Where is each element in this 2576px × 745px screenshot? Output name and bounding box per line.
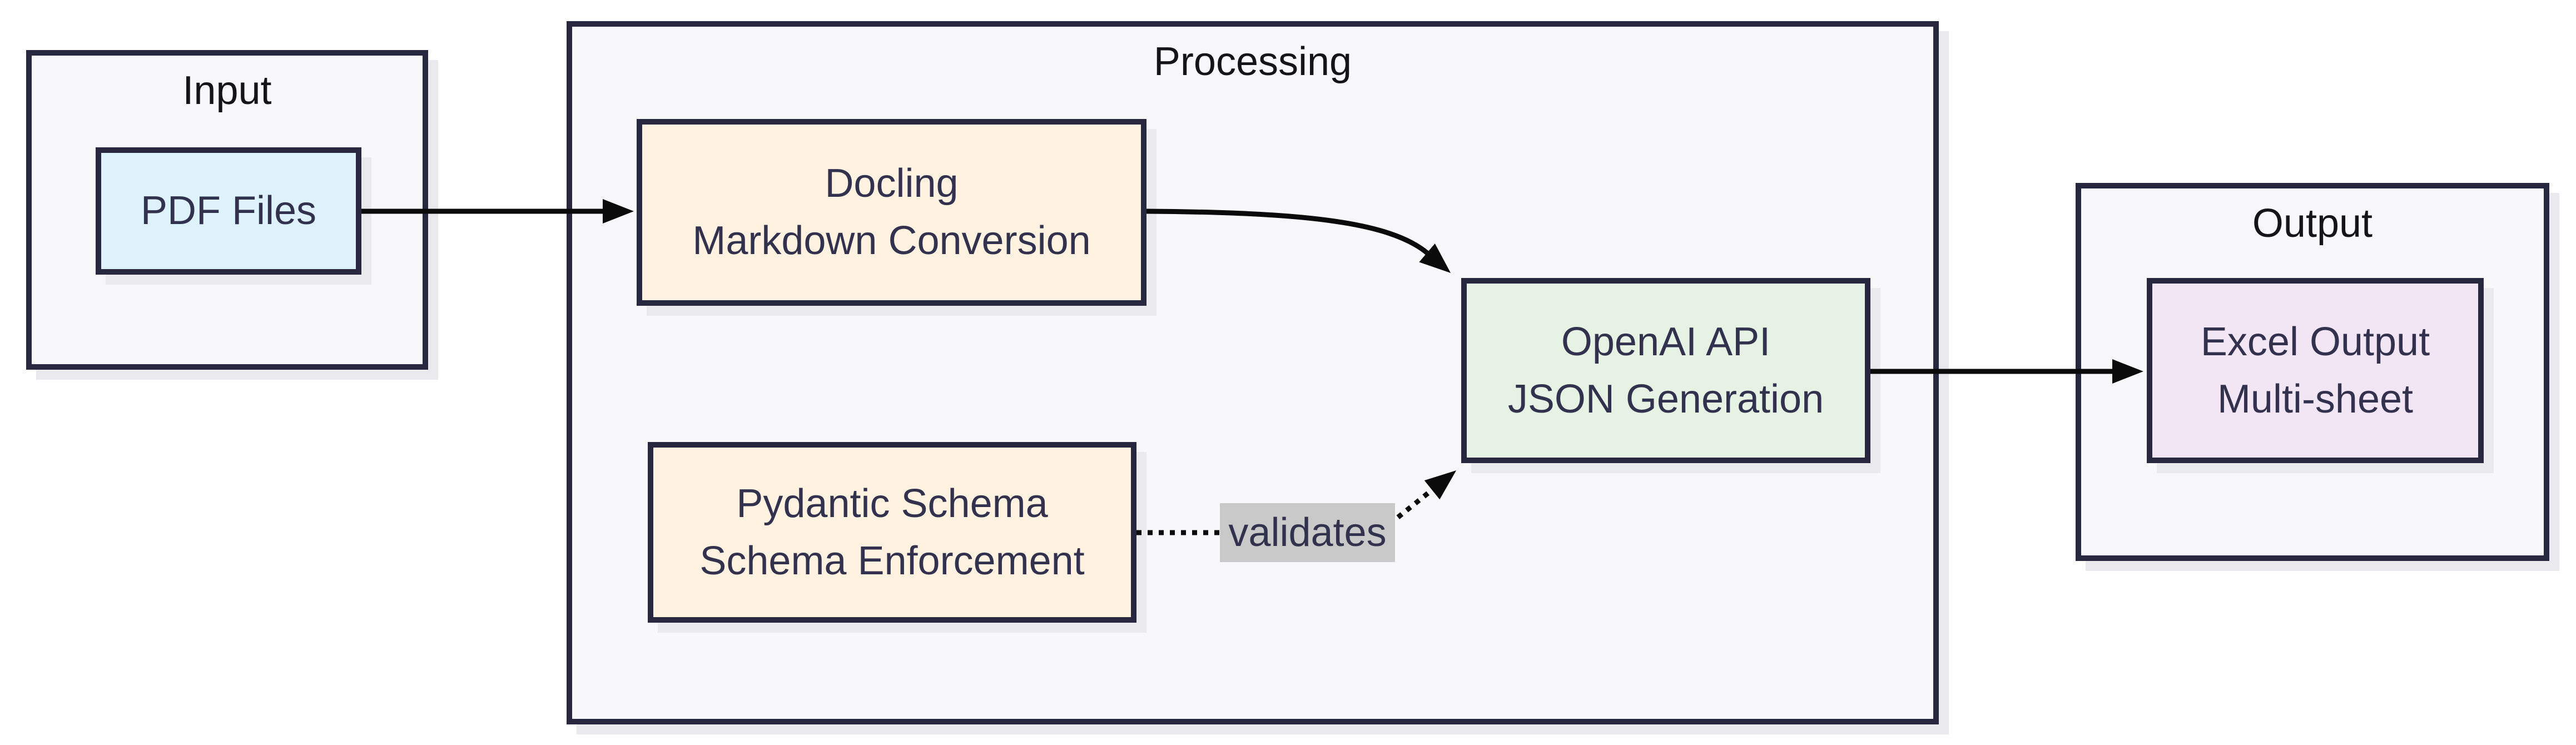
group-output-title: Output [2252,201,2373,246]
node-pdf-files-label: PDF Files [140,188,317,233]
node-pdf-files: PDF Files [96,147,361,275]
group-processing-title: Processing [1153,39,1352,84]
node-docling-label: Docling [825,161,959,206]
node-openai-api-sublabel: JSON Generation [1507,376,1824,421]
node-pydantic-schema-sublabel: Schema Enforcement [699,538,1085,583]
node-docling-sublabel: Markdown Conversion [692,218,1091,263]
node-docling: Docling Markdown Conversion [637,119,1146,306]
node-excel-output: Excel Output Multi-sheet [2147,278,2484,463]
node-pydantic-schema: Pydantic Schema Schema Enforcement [648,442,1136,623]
node-openai-api-label: OpenAI API [1561,319,1771,364]
node-pydantic-schema-label: Pydantic Schema [736,481,1048,526]
edge-label-validates-text: validates [1228,510,1387,555]
node-excel-output-label: Excel Output [2200,319,2430,364]
node-openai-api: OpenAI API JSON Generation [1461,278,1870,463]
group-input-title: Input [182,68,272,113]
node-excel-output-sublabel: Multi-sheet [2217,376,2414,421]
edge-label-validates: validates [1220,503,1395,562]
